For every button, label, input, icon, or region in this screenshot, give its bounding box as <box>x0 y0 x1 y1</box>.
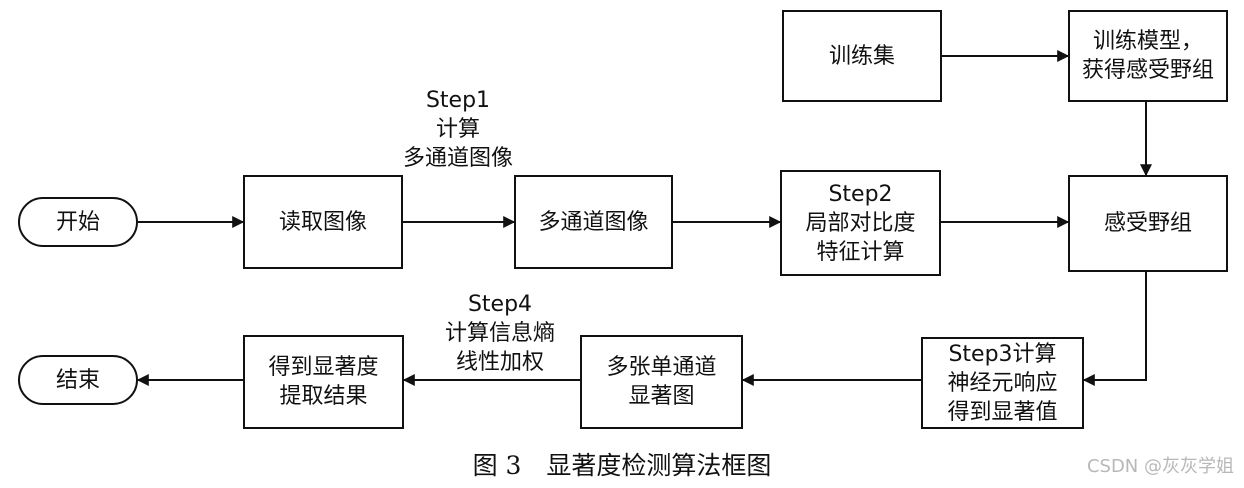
saliency-maps-line-1: 多张单通道 <box>606 355 717 380</box>
step4-label-line-1: Step4 <box>467 292 533 317</box>
end-terminal: 结束 <box>18 355 138 405</box>
step1-label: Step1 计算 多通道图像 <box>388 86 528 173</box>
figure-caption: 图 3 显著度检测算法框图 <box>472 451 772 480</box>
multi-single-channel-saliency-box: 多张单通道 显著图 <box>580 335 743 429</box>
step3-line-3: 得到显著值 <box>947 399 1058 425</box>
training-set-box: 训练集 <box>782 10 942 102</box>
step3-line-1: Step3计算 <box>948 341 1057 367</box>
watermark: CSDN @灰灰学姐 <box>1086 456 1234 477</box>
arrow-receptive-field-to-step3 <box>1082 272 1147 386</box>
step3-box: Step3计算 神经元响应 得到显著值 <box>921 337 1084 429</box>
step2-line-3: 特征计算 <box>816 239 905 265</box>
saliency-maps-line-2: 显著图 <box>628 384 695 409</box>
step2-box: Step2 局部对比度 特征计算 <box>780 170 941 276</box>
start-label: 开始 <box>55 209 100 235</box>
multi-channel-image-label: 多通道图像 <box>538 209 649 235</box>
step4-label-line-3: 线性加权 <box>455 350 544 375</box>
saliency-result-line-2: 提取结果 <box>279 384 368 409</box>
end-label: 结束 <box>55 367 100 393</box>
step1-label-line-1: Step1 <box>425 88 491 113</box>
step1-label-line-3: 多通道图像 <box>402 146 513 171</box>
training-set-label: 训练集 <box>828 43 895 69</box>
receptive-field-group-label: 感受野组 <box>1103 211 1192 236</box>
saliency-extraction-result-box: 得到显著度 提取结果 <box>243 335 404 429</box>
step1-label-line-2: 计算 <box>435 117 480 142</box>
train-model-line-2: 获得感受野组 <box>1081 58 1214 83</box>
step3-line-2: 神经元响应 <box>947 370 1058 396</box>
receptive-field-group-box: 感受野组 <box>1068 175 1228 272</box>
saliency-result-line-1: 得到显著度 <box>268 355 379 380</box>
step4-label: Step4 计算信息熵 线性加权 <box>425 290 575 377</box>
start-terminal: 开始 <box>18 197 138 247</box>
train-model-line-1: 训练模型， <box>1092 29 1203 54</box>
read-image-label: 读取图像 <box>278 209 367 235</box>
read-image-box: 读取图像 <box>243 175 403 269</box>
train-model-box: 训练模型， 获得感受野组 <box>1068 10 1228 102</box>
step2-line-2: 局部对比度 <box>805 210 916 236</box>
step2-line-1: Step2 <box>828 181 893 207</box>
multi-channel-image-box: 多通道图像 <box>514 175 673 269</box>
step4-label-line-2: 计算信息熵 <box>444 321 555 346</box>
